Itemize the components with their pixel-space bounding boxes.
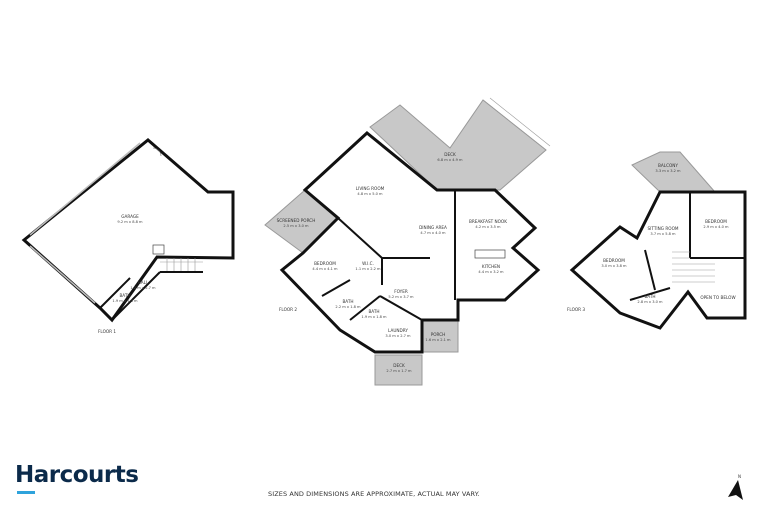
room-dims: 9.2 m x 8.8 m [117,220,143,224]
room-dims: 3.7 m x 5.8 m [650,232,676,236]
room-dims: 3.0 m x 2.7 m [385,334,411,338]
room-label: DINING AREA [419,225,447,230]
floor-label: FLOOR 2 [279,307,297,312]
room-dims: 6.8 m x 4.9 m [437,158,463,162]
room-dims: 4.4 m x 4.1 m [312,267,338,271]
floor-3-outline [569,190,747,330]
floor-3-plan: BALCONY 3.3 m x 3.2 m SITTING ROOM 3.7 m… [567,151,747,330]
room-label: BEDROOM [705,219,727,224]
room-label: BEDROOM [314,261,336,266]
room-dims: 1.9 m x 1.8 m [361,315,387,319]
room-label: OPEN TO BELOW [700,295,735,300]
room-dims: 4.2 m x 3.5 m [475,225,501,229]
balcony-area [631,151,717,193]
room-label: BATH [368,309,379,314]
room-dims: 1.1 m x 2.2 m [355,267,381,271]
room-label: BEDROOM [603,258,625,263]
harcourts-logo: Harcourts [15,462,139,488]
stairs [160,258,203,273]
room-dims: 4.8 m x 5.0 m [357,192,383,196]
room-dims: 1.2 m x 2.7 m [130,286,156,290]
logo-accent-bar [17,491,35,494]
room-label: BALCONY [658,163,678,168]
room-label: DECK [444,152,456,157]
room-dims: 3.0 m x 3.8 m [601,264,627,268]
floor-2-outline [279,131,541,354]
room-dims: 2.7 m x 1.7 m [386,369,412,373]
room-label: SCREENED PORCH [277,218,316,223]
room-label: BATH [342,299,353,304]
room-dims: 2.2 m x 1.8 m [335,305,361,309]
floor-2-plan: DECK 6.8 m x 4.9 m LIVING ROOM 4.8 m x 5… [264,97,551,386]
room-dims: 5.2 m x 3.7 m [388,295,414,299]
floor-1-plan: GARAGE 9.2 m x 8.8 m HALL 1.2 m x 2.7 m … [21,138,235,334]
room-dims: 2.8 m x 3.0 m [637,300,663,304]
room-label: BATH [119,293,130,298]
room-dims: 3.3 m x 3.2 m [655,169,681,173]
room-label: HALL [138,280,149,285]
room-dims: 1.6 m x 2.1 m [425,338,451,342]
room-dims: 1.9 m x 1.3 m [112,299,138,303]
room-label: KITCHEN [482,264,500,269]
room-label: GARAGE [121,214,139,219]
room-label: LIVING ROOM [356,186,385,191]
room-label: BATH [644,294,655,299]
room-dims: 2.9 m x 4.0 m [703,225,729,229]
floor-label: FLOOR 3 [567,307,585,312]
room-label: W.I.C. [362,261,374,266]
floor-label: FLOOR 1 [98,329,116,334]
room-label: PORCH [431,332,446,337]
room-dims: 2.5 m x 3.0 m [283,224,309,228]
room-label: SITTING ROOM [648,226,679,231]
room-label: LAUNDRY [388,328,408,333]
room-label: FOYER [394,289,408,294]
north-arrow-icon: N [728,474,743,500]
room-dims: 4.4 m x 3.2 m [478,270,504,274]
lower-deck-area [374,354,423,386]
compass-label: N [738,474,741,479]
disclaimer: SIZES AND DIMENSIONS ARE APPROXIMATE, AC… [268,490,480,498]
room-label: DECK [393,363,405,368]
room-label: BREAKFAST NOOK [469,219,507,224]
room-dims: 4.7 m x 4.0 m [420,231,446,235]
